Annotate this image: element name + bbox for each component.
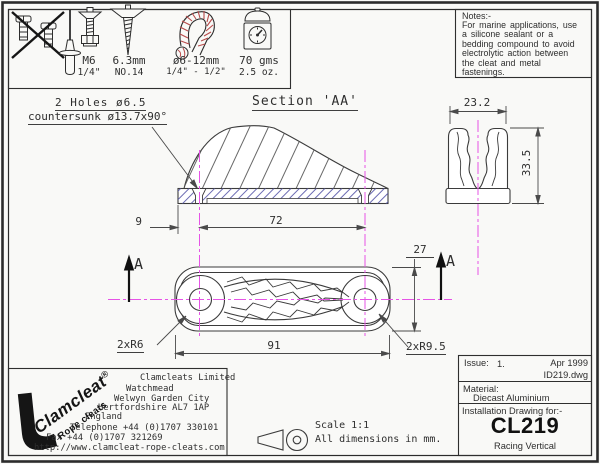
dim-radius-large: 2xR9.5: [406, 340, 446, 355]
drawing-purpose: Installation Drawing for:-: [462, 406, 563, 416]
spec-label-screw-alt: NO.14: [114, 67, 144, 78]
company-city: Welwyn Garden City: [114, 394, 210, 404]
holes-note-line2: countersunk ø13.7x90°: [28, 110, 168, 125]
section-cut-arrows: [123, 251, 447, 302]
no-pan-head-screws-icon: [11, 11, 65, 59]
end-view: [445, 127, 511, 205]
company-phone: Telephone +44 (0)1707 330101: [70, 423, 219, 433]
part-number: CL219: [490, 413, 560, 438]
issue-date: Apr 1999: [550, 358, 588, 368]
spec-label-m6-alt: 1/4": [77, 67, 101, 78]
section-arrow-label-right: A: [446, 252, 456, 270]
machine-screw-icon: [77, 7, 103, 47]
spec-label-rope: ø6-12mm: [172, 54, 220, 67]
company-name: Clamcleats Limited: [140, 373, 236, 383]
spec-label-weight-alt: 2.5 oz.: [238, 67, 280, 78]
company-street: Watchmead: [126, 384, 174, 394]
rivet-icon: [59, 10, 81, 76]
holes-note-line1: 2 Holes ø6.5: [55, 96, 147, 111]
dim-plan-depth: 27: [406, 244, 434, 258]
issue-number: 1.: [497, 359, 505, 369]
dim-base-offset: 9: [135, 215, 142, 228]
address-box-outline: [7, 367, 228, 457]
issue-label: Issue:: [464, 358, 489, 368]
spec-icons: [11, 4, 272, 76]
projection-symbol-icon: [257, 428, 309, 452]
dim-plan-length: 91: [267, 339, 281, 352]
part-name: Racing Vertical: [493, 441, 556, 451]
weight-icon: [243, 7, 272, 50]
company-country: England: [85, 412, 123, 422]
title-block-outline: [457, 354, 593, 457]
drawing-file: ID219.dwg: [543, 370, 588, 380]
scale-note: Scale 1:1: [315, 420, 370, 431]
layout-boxes: [7, 8, 593, 457]
spec-box-outline: [7, 8, 292, 90]
end-view-right-jaw: [477, 127, 509, 190]
section-title: Section 'AA': [252, 94, 358, 112]
spec-label-screw: 6.3mm: [112, 54, 146, 67]
material-value: Diecast Aluminium: [473, 393, 550, 403]
material-label: Material:: [463, 384, 499, 394]
section-arrow-label-left: A: [134, 255, 144, 273]
notes-body: For marine applications, use a silicone …: [462, 20, 578, 78]
section-view: [177, 125, 389, 205]
dim-end-width: 23.2: [463, 96, 491, 109]
end-view-left-jaw: [447, 127, 479, 190]
company-county: Hertfordshire AL7 1AP: [98, 403, 210, 413]
notes-box-outline: [454, 8, 593, 79]
company-fax: Fax +44 (0)1707 321269: [46, 433, 163, 443]
clamcleat-logo-mark: [16, 391, 59, 452]
company-website: http://www.clamcleat-rope-cleats.com: [34, 443, 225, 453]
spec-label-m6: M6: [82, 54, 96, 67]
spec-label-weight: 70 gms: [239, 54, 279, 67]
dim-hole-spacing: 72: [269, 214, 283, 227]
centerlines: [108, 120, 479, 338]
dim-radius-small: 2xR6: [117, 338, 144, 353]
dim-end-height: 33.5: [520, 149, 534, 177]
units-note: All dimensions in mm.: [315, 434, 442, 445]
rope-icon: [175, 10, 215, 60]
rope-teeth: [226, 276, 350, 323]
spec-label-rope-alt: 1/4" - 1/2": [166, 67, 226, 77]
dimension-lines: [150, 106, 544, 359]
notes-title: Notes:-: [462, 11, 492, 21]
self-tapping-screw-icon: [109, 4, 147, 56]
